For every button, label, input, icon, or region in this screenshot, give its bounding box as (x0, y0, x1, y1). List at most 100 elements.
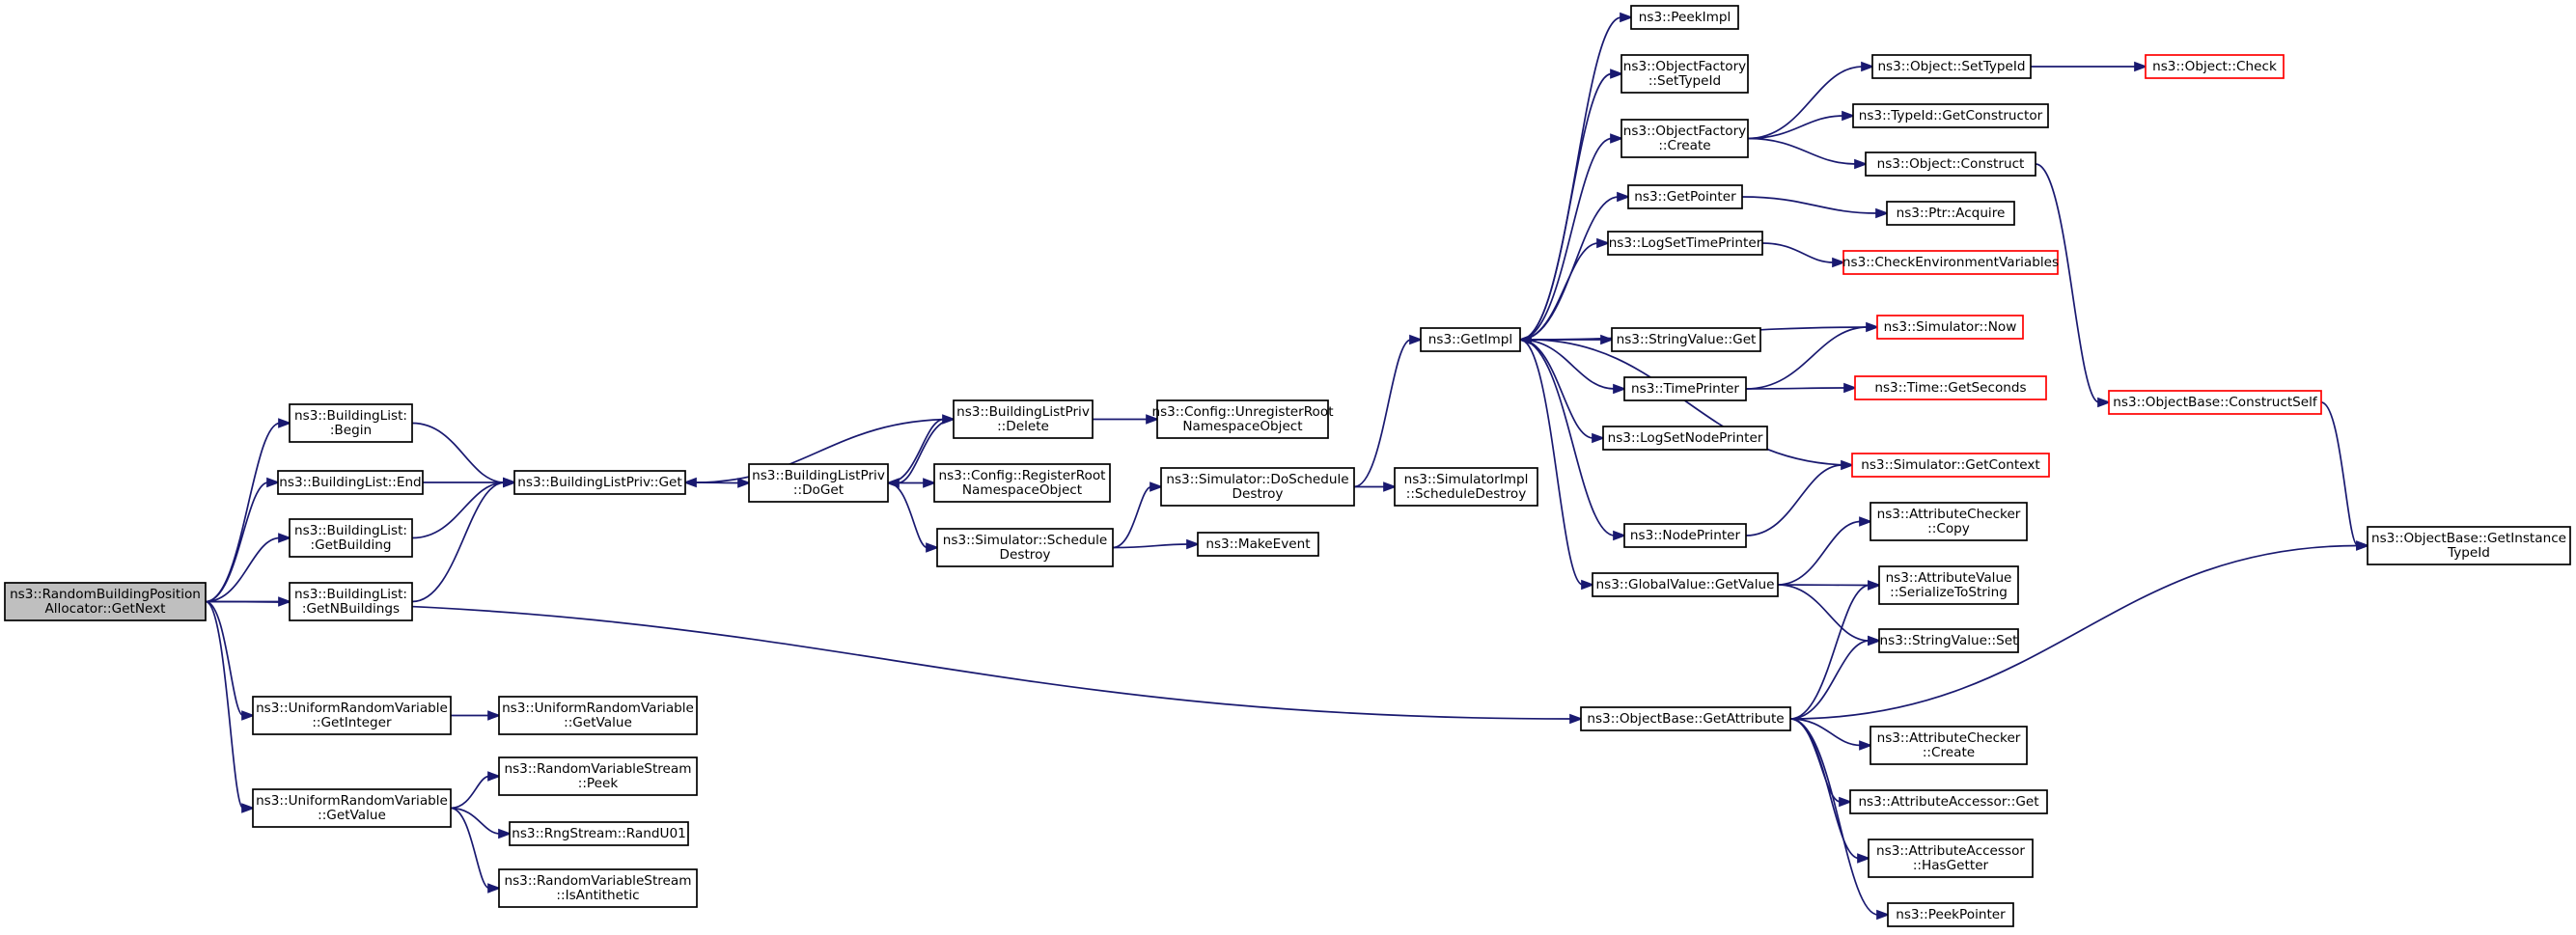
edge-ob-getattribute-to-av-serialize (1789, 580, 1882, 720)
node-label-line: ns3::Config::RegisterRoot (938, 468, 1105, 483)
node-ob-getattribute[interactable]: ns3::ObjectBase::GetAttribute (1580, 706, 1791, 731)
edge-line (1745, 387, 1846, 390)
node-box (2145, 54, 2285, 79)
node-logsettimeprinter[interactable]: ns3::LogSetTimePrinter (1607, 231, 1763, 256)
node-bl-getbuilding[interactable]: ns3::BuildingList::GetBuilding (289, 518, 413, 558)
edge-blp-delete-to-cfg-unregister (1093, 414, 1160, 425)
node-box (509, 821, 689, 846)
node-sim-getcontext[interactable]: ns3::Simulator::GetContext (1851, 453, 2050, 478)
node-box (1854, 375, 2047, 400)
edge-gv-getvalue-to-stringvalue-set (1777, 584, 1882, 646)
node-label-line: ns3::StringValue::Get (1617, 332, 1757, 347)
edge-obj-construct-to-ob-constructself (2035, 163, 2112, 408)
node-rng-randu01[interactable]: ns3::RngStream::RandU01 (509, 821, 689, 846)
node-ob-constructself[interactable]: ns3::ObjectBase::ConstructSelf (2108, 390, 2322, 415)
edge-arrowhead (1876, 909, 1891, 921)
node-label-line: ns3::AttributeAccessor (1876, 843, 2025, 859)
node-label-line: ns3::Simulator::Now (1884, 319, 2017, 335)
node-blp-delete[interactable]: ns3::BuildingListPriv::Delete (953, 399, 1094, 439)
node-box (289, 582, 413, 621)
node-av-serialize[interactable]: ns3::AttributeValue::SerializeToString (1878, 565, 2019, 605)
node-label-line: ns3::UniformRandomVariable (256, 793, 448, 809)
node-obj-construct[interactable]: ns3::Object::Construct (1865, 151, 2036, 177)
edge-line (887, 481, 928, 549)
node-label-line: ns3::ObjectBase::GetInstance (2371, 531, 2566, 546)
node-ac-create[interactable]: ns3::AttributeChecker::Create (1870, 726, 2028, 765)
node-of-settypeid[interactable]: ns3::ObjectFactory::SetTypeId (1620, 54, 1749, 94)
node-cfg-unregister[interactable]: ns3::Config::UnregisterRootNamespaceObje… (1151, 399, 1334, 439)
edge-nodeprinter-to-sim-getcontext (1745, 459, 1855, 536)
edge-arrowhead (1517, 334, 1532, 345)
node-rvs-isanti[interactable]: ns3::RandomVariableStream::IsAntithetic (498, 868, 698, 908)
node-rvs-peek[interactable]: ns3::RandomVariableStream::Peek (498, 756, 698, 796)
node-ac-copy[interactable]: ns3::AttributeChecker::Copy (1870, 502, 2028, 541)
node-box (1592, 572, 1779, 597)
node-label-line: ns3::Config::UnregisterRoot (1151, 404, 1333, 420)
edge-arrowhead (1842, 110, 1856, 122)
node-label-line: ::GetValue (564, 715, 632, 730)
node-label-line: ::DoGet (793, 482, 844, 498)
node-label-line: ::SerializeToString (1890, 585, 2008, 600)
edge-arrowhead (1866, 321, 1880, 333)
node-typeid-getctor[interactable]: ns3::TypeId::GetConstructor (1852, 103, 2049, 128)
node-obj-settypeid[interactable]: ns3::Object::SetTypeId (1871, 54, 2032, 79)
node-label-line: Allocator::GetNext (44, 601, 165, 617)
node-nodeprinter[interactable]: ns3::NodePrinter (1623, 523, 1747, 548)
node-box (1870, 502, 2028, 541)
node-checkenv[interactable]: ns3::CheckEnvironmentVariables (1842, 250, 2059, 275)
edge-arrowhead (682, 477, 697, 488)
node-timeprinter[interactable]: ns3::TimePrinter (1623, 376, 1747, 401)
edge-root-to-ob-getattribute (205, 600, 1584, 725)
edge-line (1789, 544, 2359, 720)
node-of-create[interactable]: ns3::ObjectFactory::Create (1620, 119, 1749, 158)
node-urv-getinteger[interactable]: ns3::UniformRandomVariable::GetInteger (252, 696, 452, 735)
node-makeevent[interactable]: ns3::MakeEvent (1197, 532, 1319, 557)
node-getpointer[interactable]: ns3::GetPointer (1627, 184, 1743, 209)
node-box (2108, 390, 2322, 415)
node-ptr-acquire[interactable]: ns3::Ptr::Acquire (1886, 201, 2015, 226)
node-gv-getvalue[interactable]: ns3::GlobalValue::GetValue (1592, 572, 1779, 597)
node-blp-get[interactable]: ns3::BuildingListPriv::Get (513, 470, 686, 495)
node-stringvalue-set[interactable]: ns3::StringValue::Set (1878, 628, 2019, 653)
node-box (1160, 467, 1355, 507)
node-aa-hasgetter[interactable]: ns3::AttributeAccessor::HasGetter (1868, 839, 2034, 878)
edge-sim-schedule-to-sim-doschedule (1112, 481, 1164, 549)
node-box (1887, 902, 2014, 927)
edge-arrowhead (487, 771, 502, 782)
edge-arrowhead (487, 710, 502, 721)
node-sim-now[interactable]: ns3::Simulator::Now (1876, 315, 2024, 340)
node-urv-getvalue2[interactable]: ns3::UniformRandomVariable::GetValue (252, 788, 452, 828)
node-root[interactable]: ns3::RandomBuildingPositionAllocator::Ge… (4, 582, 207, 621)
node-box (252, 788, 452, 828)
node-label-line: ns3::Simulator::Schedule (943, 533, 1108, 548)
node-urv-getvalue[interactable]: ns3::UniformRandomVariable::GetValue (498, 696, 698, 735)
edge-urv-getinteger-to-urv-getvalue (451, 710, 502, 721)
node-bl-begin[interactable]: ns3::BuildingList::Begin (289, 403, 413, 443)
node-time-getseconds[interactable]: ns3::Time::GetSeconds (1854, 375, 2047, 400)
node-box (1870, 726, 2028, 765)
nodes-layer: ns3::RandomBuildingPositionAllocator::Ge… (4, 5, 2571, 927)
node-obj-check[interactable]: ns3::Object::Check (2145, 54, 2285, 79)
node-stringvalue-get[interactable]: ns3::StringValue::Get (1611, 327, 1761, 352)
edge-of-create-to-obj-construct (1747, 137, 1869, 170)
node-logsetnodeprinter[interactable]: ns3::LogSetNodePrinter (1602, 426, 1768, 451)
node-label-line: ns3::TimePrinter (1631, 381, 1739, 397)
edge-arrowhead (1868, 635, 1882, 646)
node-peekimpl[interactable]: ns3::PeekImpl (1630, 5, 1739, 30)
node-aa-get[interactable]: ns3::AttributeAccessor::Get (1849, 789, 2048, 814)
node-box (513, 470, 686, 495)
node-box (498, 696, 698, 735)
node-blp-doget[interactable]: ns3::BuildingListPriv::DoGet (748, 463, 889, 503)
node-simimpl-sched[interactable]: ns3::SimulatorImpl::ScheduleDestroy (1394, 467, 1538, 507)
edge-arrowhead (498, 828, 512, 839)
node-bl-getn[interactable]: ns3::BuildingList::GetNBuildings (289, 582, 413, 621)
node-getimpl[interactable]: ns3::GetImpl (1420, 327, 1521, 352)
node-sim-schedule[interactable]: ns3::Simulator::ScheduleDestroy (936, 528, 1114, 567)
edge-timeprinter-to-sim-now (1745, 321, 1880, 390)
node-peekpointer[interactable]: ns3::PeekPointer (1887, 902, 2014, 927)
node-bl-end[interactable]: ns3::BuildingList::End (277, 470, 424, 495)
